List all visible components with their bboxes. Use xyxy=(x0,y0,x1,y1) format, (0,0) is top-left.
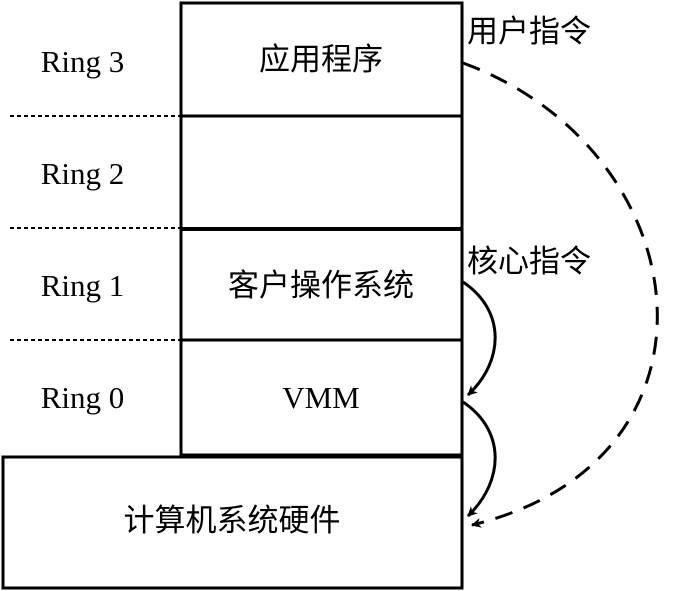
ring-label: Ring 1 xyxy=(40,268,125,303)
hardware-box xyxy=(1,455,464,590)
ring-label: Ring 0 xyxy=(40,380,125,415)
kernel-instructions-label: 核心指令 xyxy=(467,244,591,279)
layer-label-vmm: VMM xyxy=(282,380,360,415)
user-instruction-arrow xyxy=(462,61,659,528)
ring-label: Ring 2 xyxy=(40,156,125,191)
layer-label-applications: 应用程序 xyxy=(259,42,383,77)
user-instructions-label: 用户指令 xyxy=(467,14,591,49)
ring-label: Ring 3 xyxy=(40,44,125,79)
layer-label-guest-os: 客户操作系统 xyxy=(228,268,414,303)
kernel-instruction-arrow-2 xyxy=(462,400,497,518)
kernel-instruction-arrow-1 xyxy=(462,280,497,397)
hardware-label: 计算机系统硬件 xyxy=(123,503,341,538)
